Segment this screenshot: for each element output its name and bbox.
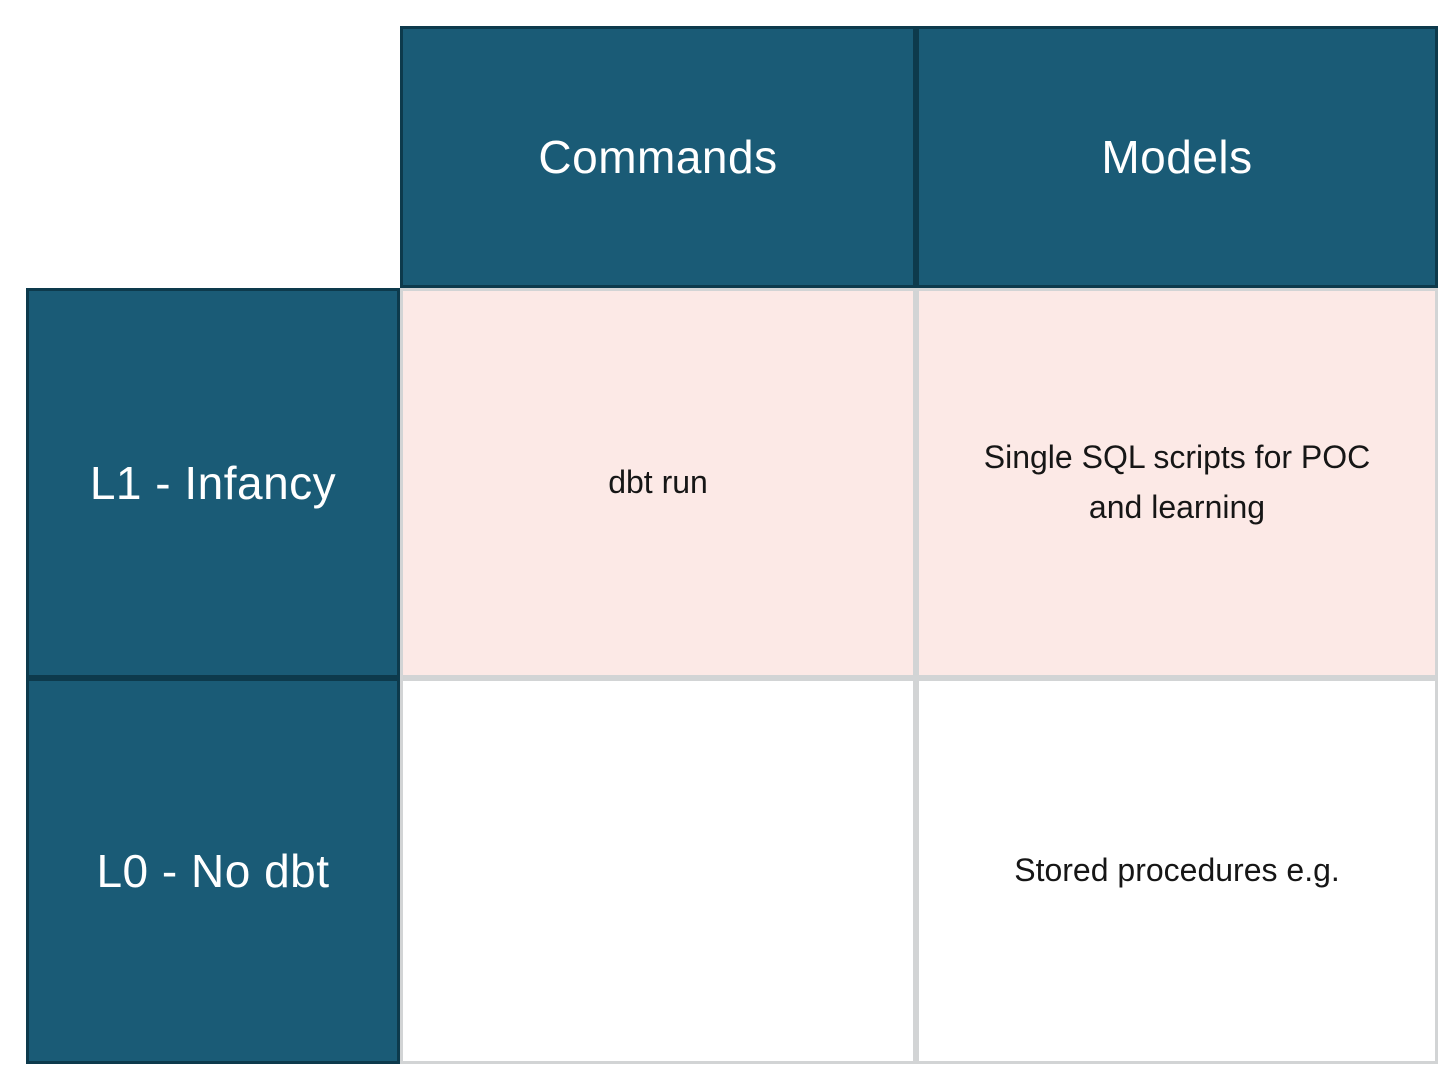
row-header-l0-no-dbt: L0 - No dbt (26, 678, 400, 1064)
cell-l0-models: Stored procedures e.g. (916, 678, 1438, 1064)
corner-cell (26, 26, 400, 288)
column-header-commands: Commands (400, 26, 916, 288)
row-header-l1-infancy: L1 - Infancy (26, 288, 400, 678)
cell-l1-commands: dbt run (400, 288, 916, 678)
cell-l0-commands (400, 678, 916, 1064)
cell-l1-models: Single SQL scripts for POC and learning (916, 288, 1438, 678)
maturity-matrix-table: Commands Models L1 - Infancy dbt run Sin… (26, 26, 1438, 1064)
column-header-models: Models (916, 26, 1438, 288)
